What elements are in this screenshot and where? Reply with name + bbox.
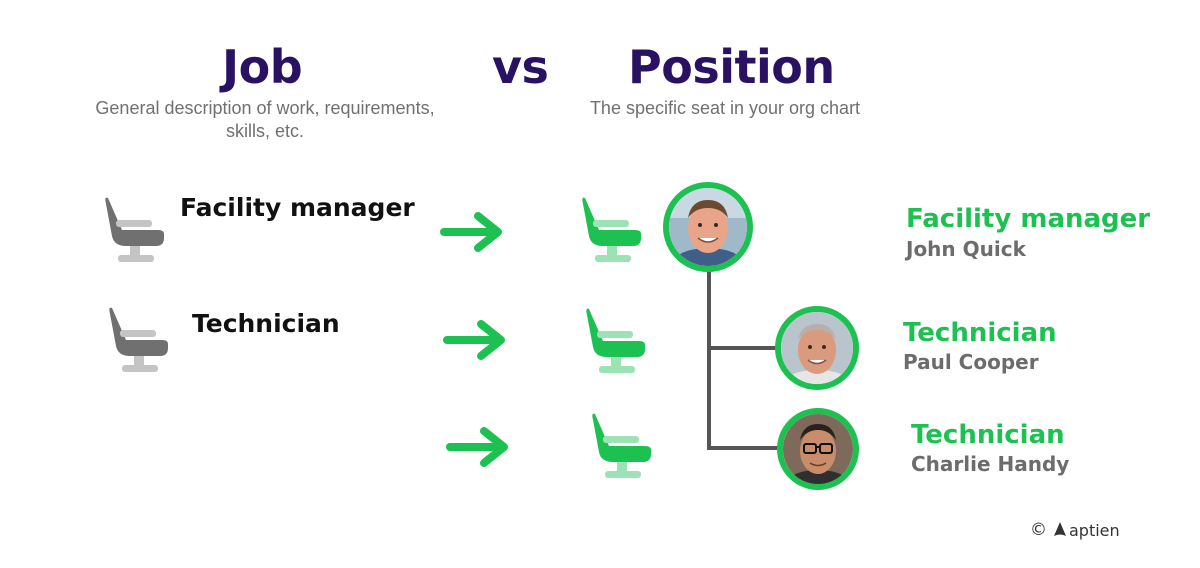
job-subtitle-line2: skills, etc. bbox=[225, 121, 304, 141]
copyright-icon: © bbox=[1030, 520, 1047, 540]
chair-icon bbox=[105, 197, 164, 262]
job-heading: Job bbox=[222, 40, 303, 94]
position-subtitle: The specific seat in your org chart bbox=[589, 98, 861, 118]
chair-icon bbox=[592, 413, 651, 478]
position-person-paul-cooper: Paul Cooper bbox=[903, 350, 1039, 374]
arrow-right-icon bbox=[440, 212, 502, 252]
person-photo bbox=[781, 312, 853, 384]
position-title-facility-manager: Facility manager bbox=[906, 204, 1151, 234]
job-subtitle-line1: General description of work, requirement… bbox=[95, 98, 435, 118]
position-person-charlie-handy: Charlie Handy bbox=[911, 452, 1070, 476]
job-subtitle: General description of work, requirement… bbox=[60, 97, 470, 143]
footer-brand: © aptien bbox=[1030, 520, 1120, 540]
job-name-facility-manager: Facility manager bbox=[180, 193, 415, 222]
position-heading: Position bbox=[628, 40, 835, 94]
position-title-technician-1: Technician bbox=[903, 318, 1057, 348]
aptien-logo-icon bbox=[1054, 522, 1066, 536]
avatar bbox=[663, 182, 753, 272]
arrow-right-icon bbox=[443, 320, 505, 360]
vs-heading: vs bbox=[492, 40, 549, 94]
chair-icon bbox=[586, 308, 645, 373]
position-person-john-quick: John Quick bbox=[906, 237, 1026, 261]
person-photo bbox=[783, 414, 853, 484]
position-title-technician-2: Technician bbox=[911, 420, 1065, 450]
avatar bbox=[775, 306, 859, 390]
org-connector bbox=[707, 270, 782, 450]
arrow-right-icon bbox=[446, 427, 508, 467]
chair-icon bbox=[109, 307, 168, 372]
job-name-technician: Technician bbox=[192, 309, 340, 338]
person-photo bbox=[669, 188, 747, 266]
chair-icon bbox=[582, 197, 641, 262]
avatar bbox=[777, 408, 859, 490]
brand-name: aptien bbox=[1069, 520, 1120, 540]
